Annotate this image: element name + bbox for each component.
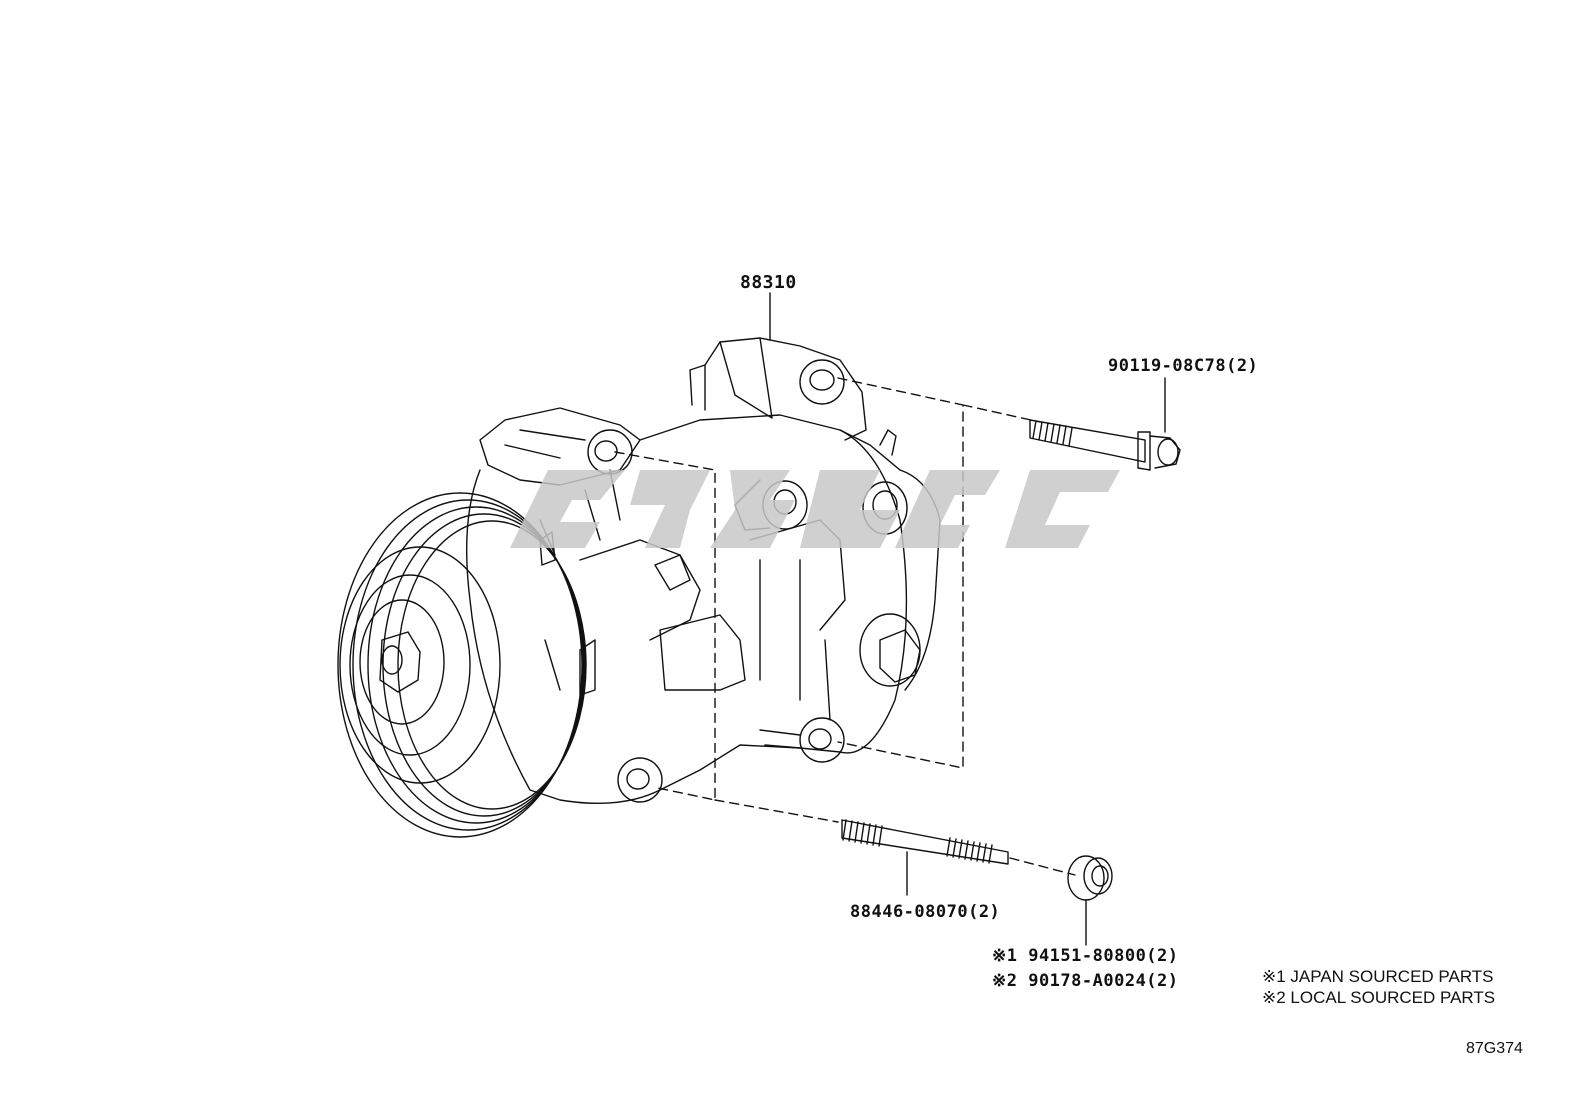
part-label-stud-bolt: 88446-08070(2): [850, 902, 1001, 922]
legend-note-japan: ※1 JAPAN SOURCED PARTS: [1262, 967, 1494, 986]
part-label-upper-bolt: 90119-08C78(2): [1108, 356, 1259, 376]
legend-note-local: ※2 LOCAL SOURCED PARTS: [1262, 988, 1496, 1007]
part-label-compressor: 88310: [740, 272, 797, 293]
compressor-pulley: [337, 492, 587, 838]
nut-drawing: [1067, 855, 1113, 901]
stud-bolt-drawing: [841, 819, 1009, 865]
part-label-nut-local: ※2 90178-A0024(2): [992, 971, 1179, 991]
mounting-lines: [614, 377, 1076, 876]
diagram-code: 87G374: [1466, 1040, 1523, 1057]
watermark-logo: [510, 470, 1120, 548]
upper-bolt-drawing: [1029, 419, 1181, 471]
part-label-nut-japan: ※1 94151-80800(2): [992, 946, 1179, 966]
leader-lines: [769, 292, 1166, 946]
compressor-body: [465, 337, 941, 805]
